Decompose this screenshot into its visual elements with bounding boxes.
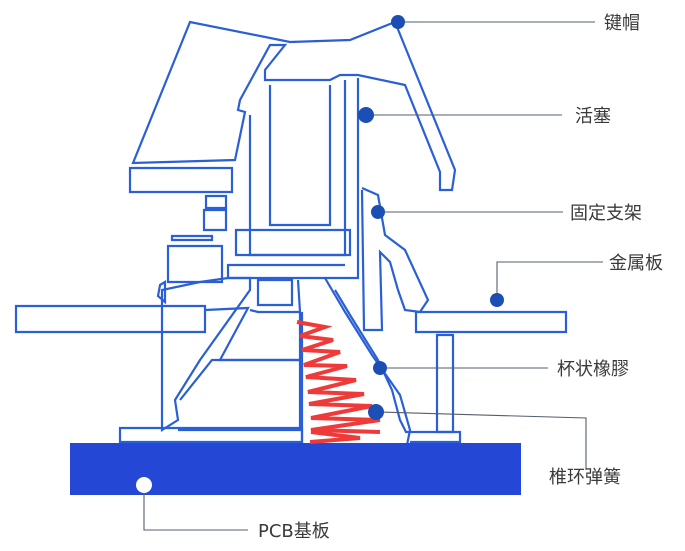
keycap xyxy=(128,20,457,257)
base-plates xyxy=(118,426,304,444)
stabilizer-marker xyxy=(371,205,385,219)
label-keycap: 键帽 xyxy=(604,13,640,34)
left-housing xyxy=(14,234,302,432)
metal-plate-marker xyxy=(490,293,504,307)
stabilizer xyxy=(360,186,430,332)
plunger-marker xyxy=(358,107,374,123)
labels: 键帽 活塞 固定支架 金属板 杯状橡膠 椎环弹簧 PCB基板 xyxy=(258,13,663,542)
plunger xyxy=(226,78,360,280)
pcb-marker xyxy=(136,477,152,493)
label-plunger: 活塞 xyxy=(575,106,611,127)
label-metal-plate: 金属板 xyxy=(609,253,663,274)
conical-spring xyxy=(296,320,381,444)
spring-marker xyxy=(368,404,384,420)
label-conical-spring: 椎环弹簧 xyxy=(549,467,621,488)
label-pcb: PCB基板 xyxy=(258,521,330,542)
label-rubber-cup: 杯状橡膠 xyxy=(557,359,629,380)
markers xyxy=(136,15,504,493)
rubber-cup-marker xyxy=(373,361,387,375)
keycap-marker xyxy=(391,15,405,29)
leader-lines xyxy=(143,21,603,531)
label-stabilizer: 固定支架 xyxy=(570,203,642,224)
